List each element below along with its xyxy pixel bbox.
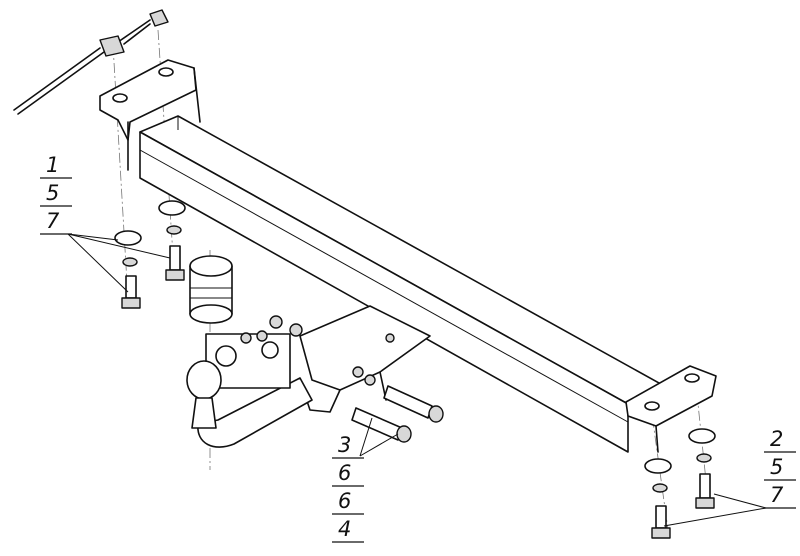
tow-ball-arm [186,330,313,448]
callouts-right: 2 5 7 [764,427,796,509]
left-fasteners [114,200,186,309]
tongue-nuts [269,315,376,386]
right-fasteners [644,428,716,539]
callout-left-3: 7 [46,209,60,233]
left-mounting-bracket [99,59,201,171]
wiring-harness [13,9,169,115]
callouts-left: 1 5 7 [40,153,72,235]
right-mounting-bracket [625,365,717,453]
callout-left-2: 5 [46,181,59,205]
callout-center-3: 6 [338,489,351,513]
callout-center-2: 6 [338,461,351,485]
callout-right-2: 5 [770,455,783,479]
callout-center-1: 3 [338,433,351,457]
center-bolts [351,385,444,443]
main-crossbar-beam [139,115,669,453]
callout-right-1: 2 [770,427,783,451]
callouts-center: 3 6 6 4 [332,433,364,543]
callout-left-1: 1 [46,153,59,177]
callout-center-4: 4 [338,517,351,541]
callout-right-3: 7 [770,483,784,507]
center-tongue-bracket [299,305,431,413]
ball-cap [189,255,233,324]
leader-lines [67,233,767,527]
